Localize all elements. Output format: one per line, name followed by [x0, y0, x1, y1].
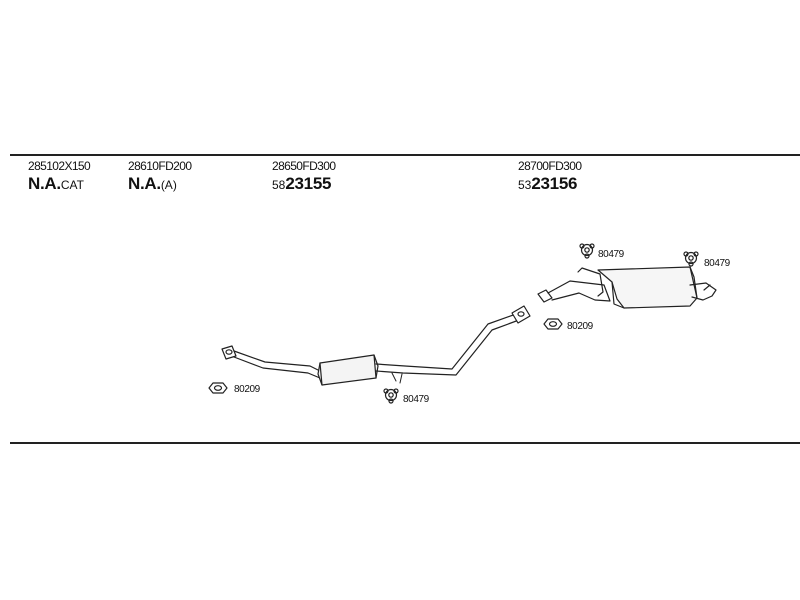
intermediate-pipe: [375, 305, 531, 384]
part-code: 5323156: [518, 174, 578, 193]
part-code: N.A.CAT: [28, 174, 84, 193]
hanger-icon: [383, 388, 399, 404]
hanger-label: 80479: [403, 394, 430, 405]
part-code: 5823155: [272, 174, 332, 193]
gasket-label: 80209: [234, 384, 261, 395]
front-pipe: [221, 345, 323, 379]
center-silencer: [317, 354, 379, 386]
part-catalyst: 28610FD200 N.A.(A): [128, 159, 192, 196]
gasket-icon: [543, 318, 563, 330]
hanger-label: 80479: [704, 258, 731, 269]
part-number: 285102X150: [28, 159, 91, 173]
bottom-rule: [10, 442, 800, 444]
hanger-icon: [683, 251, 699, 267]
part-rear-silencer: 28700FD300 5323156: [518, 159, 582, 196]
top-rule: [10, 154, 800, 156]
part-number: 28610FD200: [128, 159, 192, 173]
gasket-icon: [208, 382, 228, 394]
part-front-pipe: 285102X150 N.A.CAT: [28, 159, 91, 196]
part-code: N.A.(A): [128, 174, 177, 193]
hanger-icon: [579, 243, 595, 259]
part-number: 28700FD300: [518, 159, 582, 173]
gasket-label: 80209: [567, 321, 594, 332]
hanger-label: 80479: [598, 249, 625, 260]
part-number: 28650FD300: [272, 159, 336, 173]
part-center-silencer: 28650FD300 5823155: [272, 159, 336, 196]
rear-silencer: [537, 266, 717, 309]
